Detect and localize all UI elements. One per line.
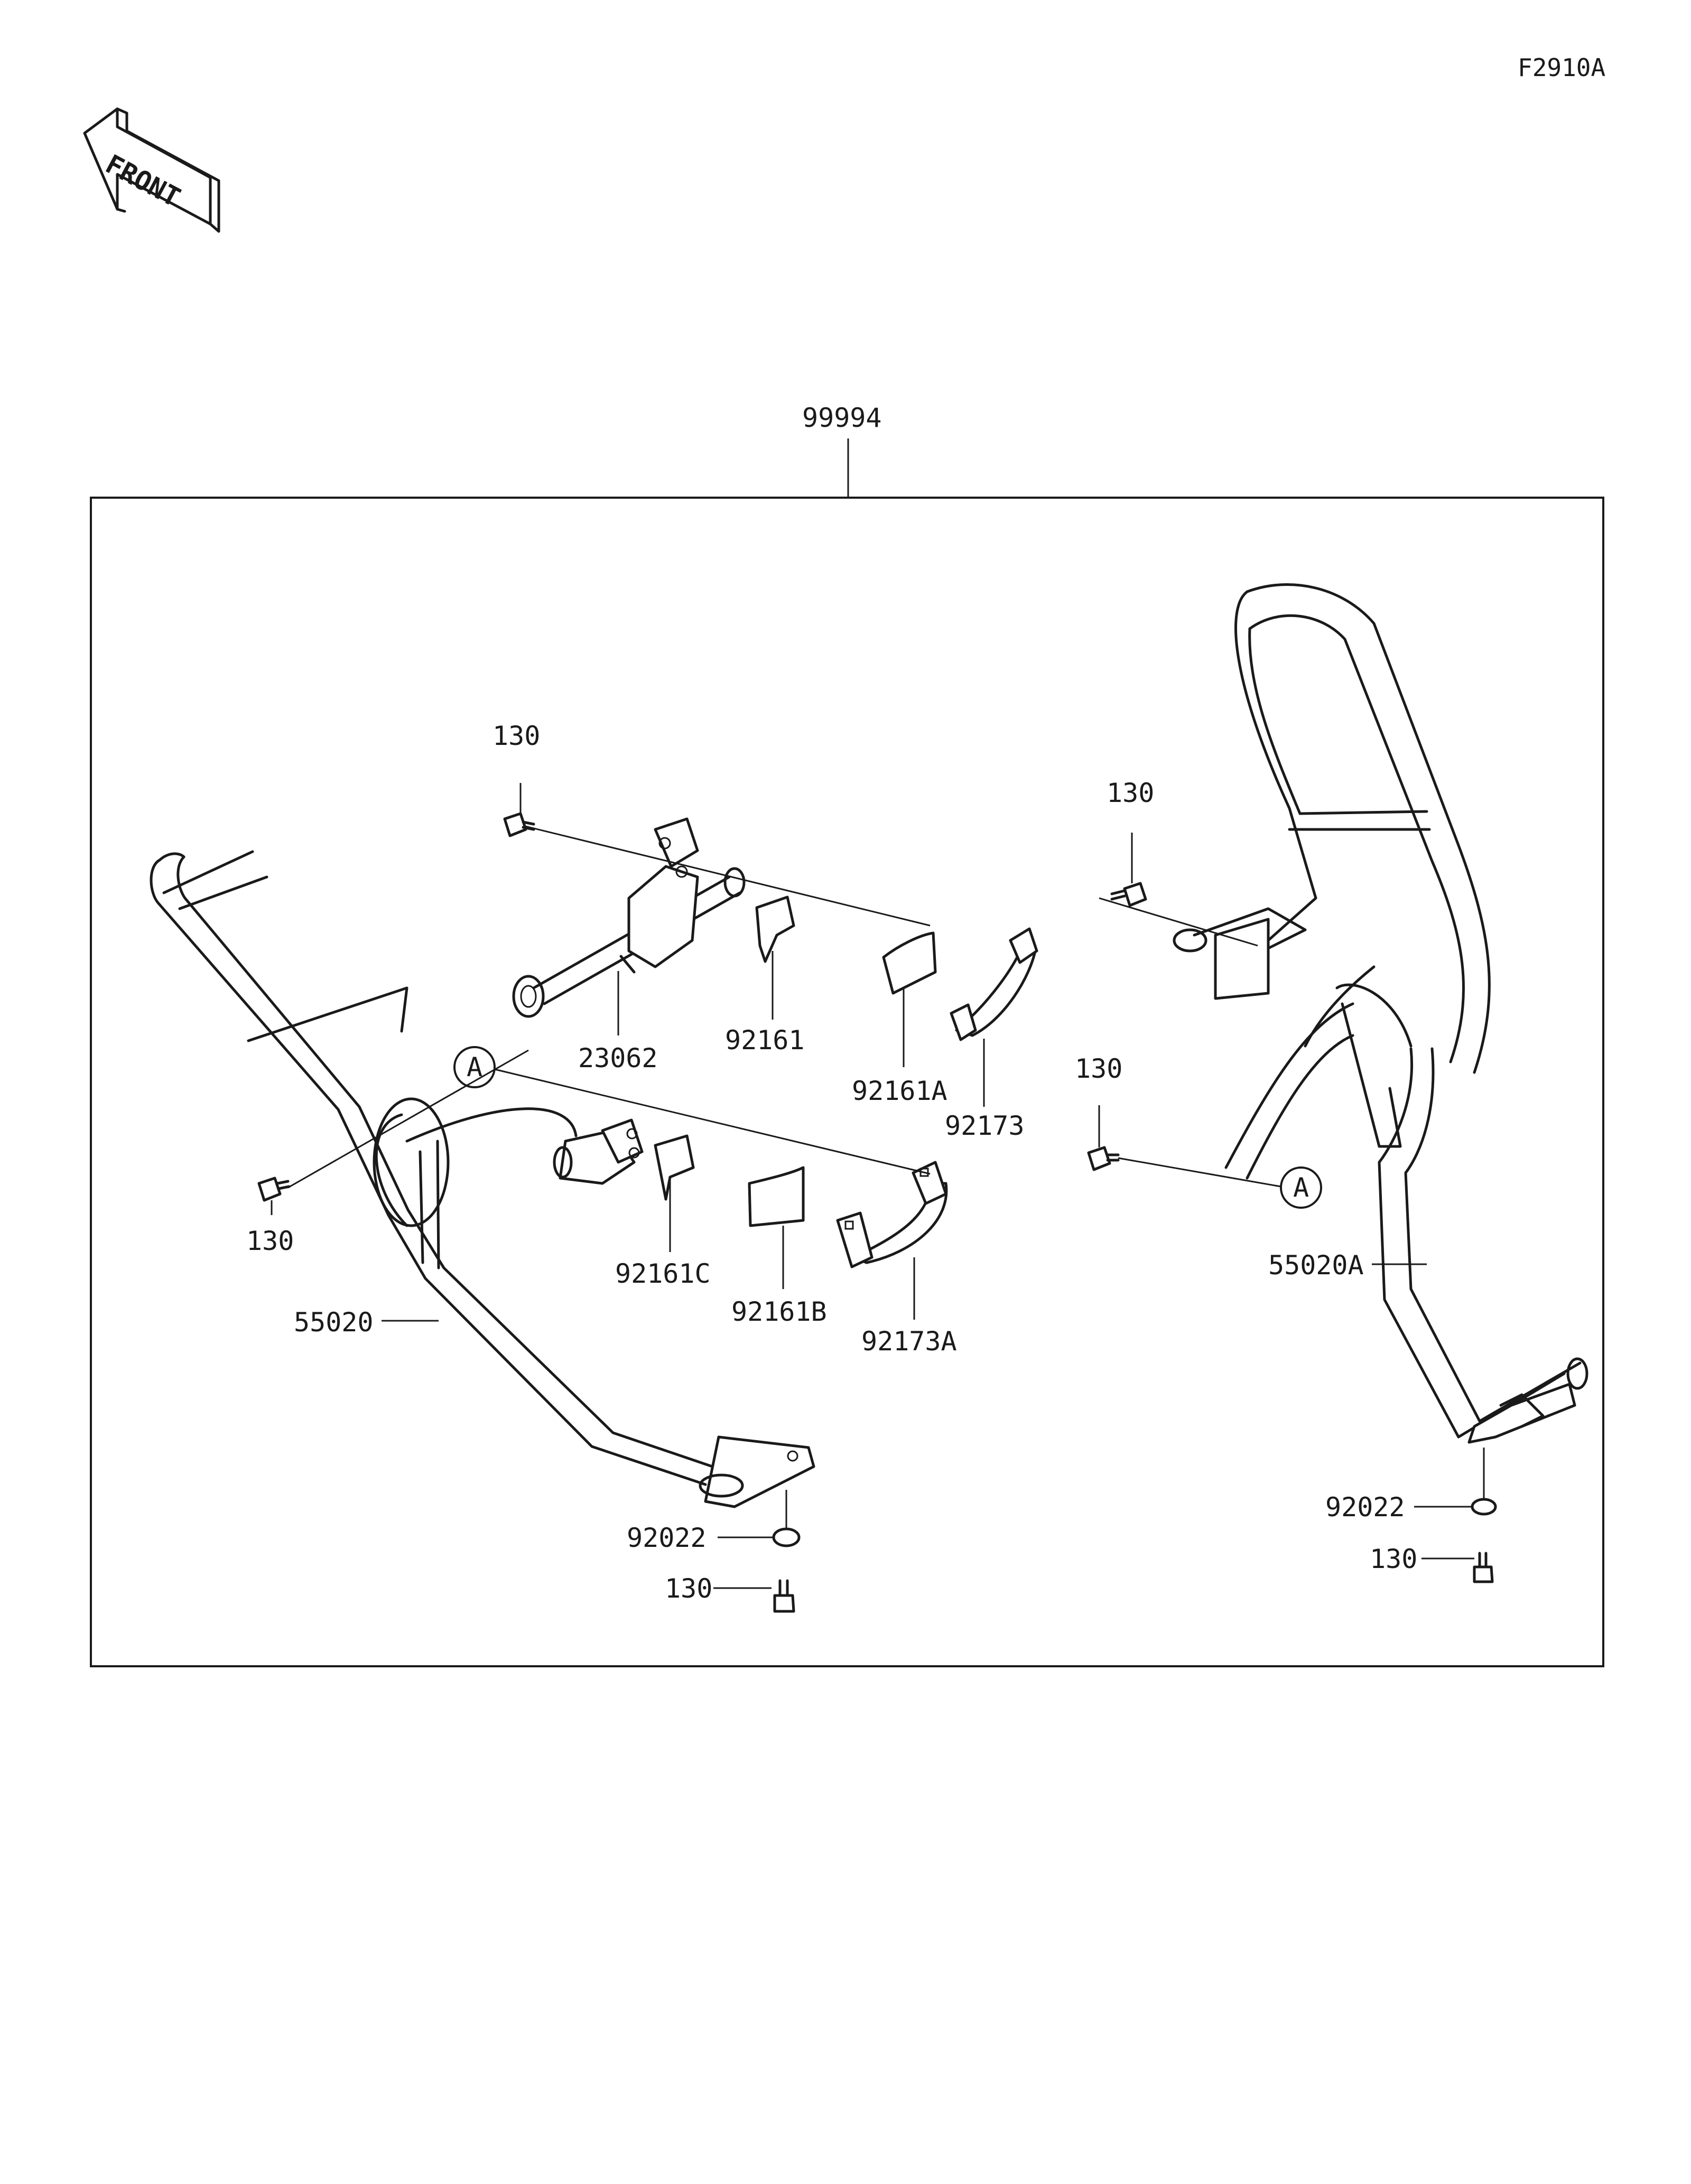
callout-130: 130 (1075, 1053, 1122, 1084)
bolt-130-icon (1473, 1552, 1494, 1583)
bolt-130-icon (503, 812, 535, 837)
part-92161B-pad (748, 1166, 805, 1227)
reference-marker-a-label: A (1293, 1172, 1309, 1203)
callout-92161B: 92161B (731, 1296, 827, 1327)
assembly-frame (90, 497, 1604, 1667)
callout-130: 130 (665, 1573, 712, 1604)
bolt-130-icon (257, 1177, 291, 1202)
guard-right (1173, 583, 1588, 1444)
callout-92173A: 92173A (861, 1326, 957, 1357)
bracket-lower (553, 1118, 644, 1185)
guard-left (150, 850, 815, 1508)
part-92161-pad (755, 895, 795, 963)
callout-130: 130 (246, 1226, 294, 1256)
washer-92022-icon (1471, 1498, 1497, 1516)
assembly-label: 99994 (802, 403, 882, 433)
callout-23062: 23062 (578, 1043, 658, 1074)
bolt-130-icon (1087, 1146, 1120, 1171)
callout-92173: 92173 (945, 1110, 1025, 1141)
callout-55020: 55020 (294, 1307, 374, 1338)
front-arrow-icon: FRONT (83, 107, 220, 233)
callout-92022: 92022 (627, 1523, 707, 1553)
washer-92022-icon (772, 1527, 801, 1547)
bolt-130-icon (1110, 882, 1147, 907)
callout-92161A: 92161A (852, 1076, 947, 1106)
callout-130: 130 (1370, 1544, 1417, 1574)
callout-130: 130 (1107, 778, 1154, 808)
reference-marker-a: A (1280, 1166, 1322, 1209)
figure-code: F2910A (1518, 53, 1605, 82)
part-92173A-clamp (836, 1161, 948, 1268)
part-92161A-pad (882, 931, 937, 995)
callout-130: 130 (493, 721, 540, 751)
part-92173-clamp (950, 927, 1038, 1041)
callout-92022: 92022 (1325, 1492, 1405, 1523)
callout-55020A: 55020A (1268, 1250, 1364, 1281)
part-92161C-pad (654, 1134, 695, 1201)
bolt-130-icon (773, 1579, 795, 1613)
callout-92161C: 92161C (615, 1258, 711, 1289)
part-23062-bar (512, 817, 746, 1018)
callout-92161: 92161 (725, 1025, 805, 1056)
leader-lines (271, 783, 1485, 1589)
